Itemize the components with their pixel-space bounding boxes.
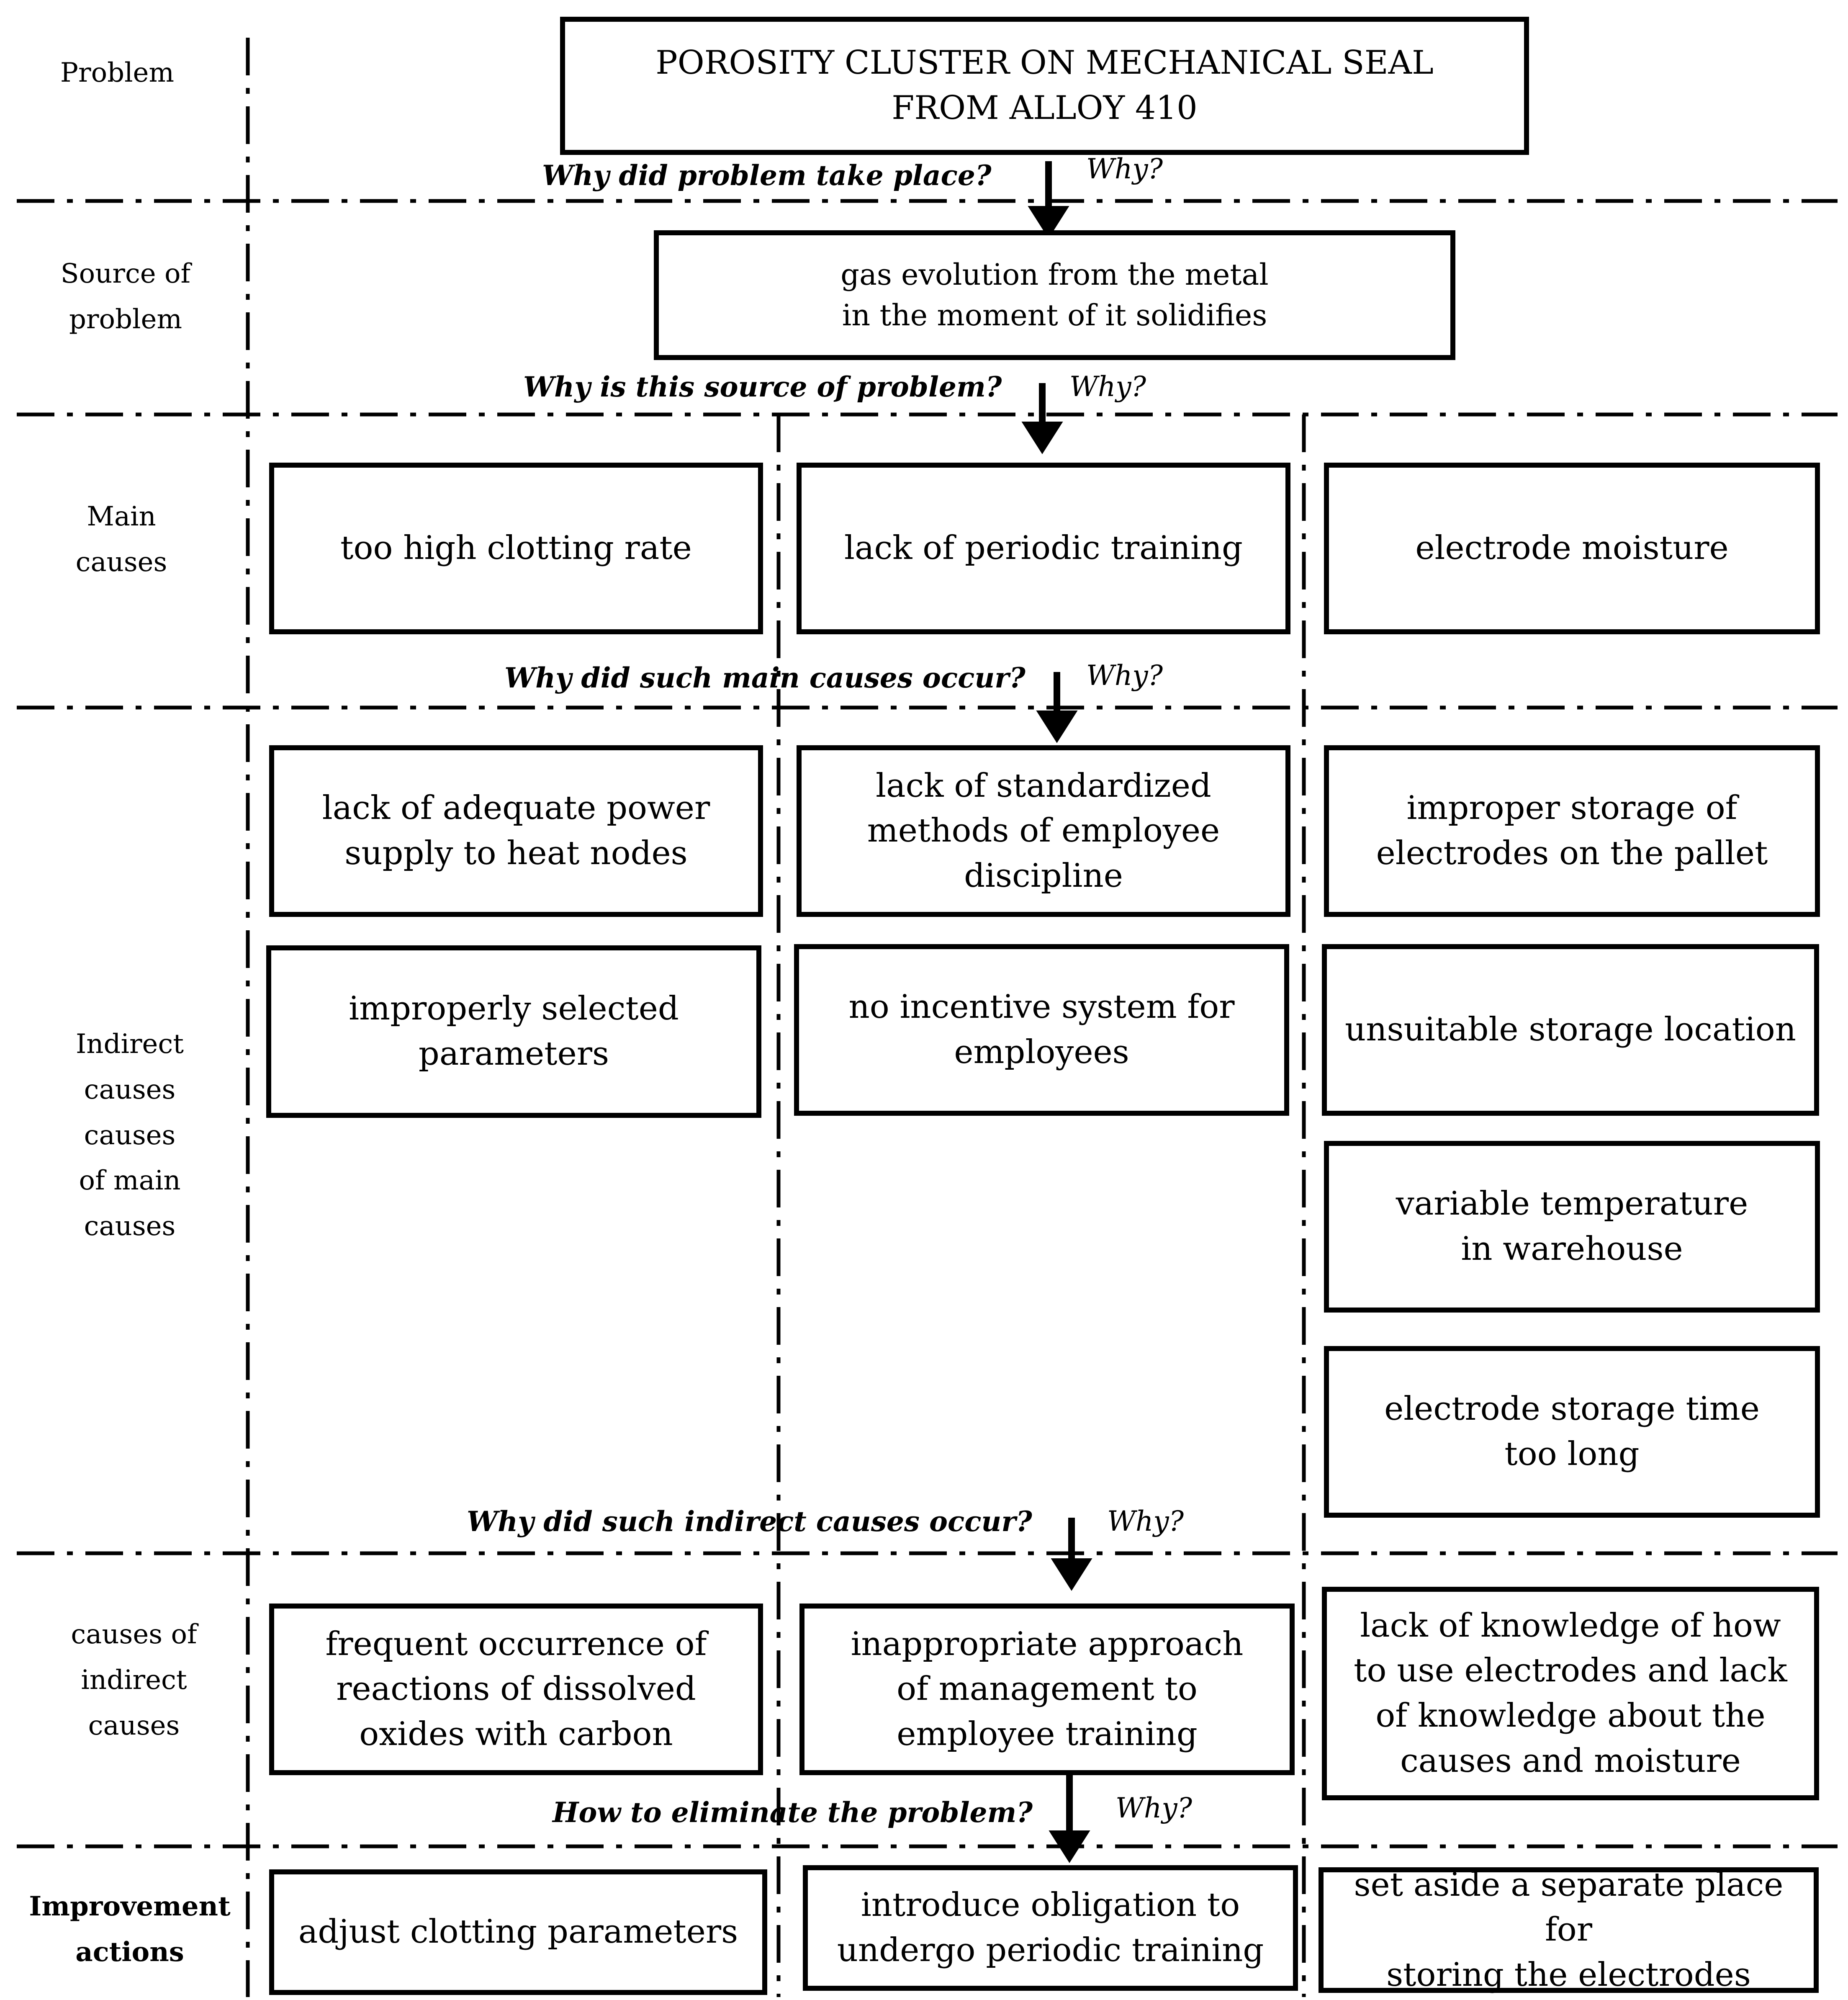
indirect-cause-text-3-2: unsuitable storage location [1345, 1011, 1796, 1049]
question-eliminate: How to eliminate the problem? [553, 1796, 1033, 1829]
arrow-4-head [1051, 1558, 1092, 1591]
row-label-source: Source of problem [60, 258, 191, 335]
indirect-cause-box-1-1: lack of adequate power supply to heat no… [269, 745, 763, 917]
arrow-1-head [1028, 206, 1069, 239]
root-cause-box-1: frequent occurrence of reactions of diss… [269, 1604, 763, 1775]
question-problem: Why did problem take place? [542, 159, 992, 192]
root-cause-text-3: lack of knowledge of how to use electrod… [1354, 1606, 1787, 1780]
action-text-1: adjust clotting parameters [298, 1913, 738, 1951]
root-cause-box-2: inappropriate approach of management to … [799, 1604, 1295, 1775]
indirect-cause-box-2-1: lack of standardized methods of employee… [797, 745, 1290, 917]
action-box-2: introduce obligation to undergo periodic… [803, 1865, 1298, 1991]
main-cause-box-1: too high clotting rate [269, 463, 763, 634]
source-text: gas evolution from the metal in the mome… [840, 257, 1269, 332]
main-cause-text-3: electrode moisture [1415, 529, 1729, 567]
action-text-3: set aside a separate place for storing t… [1354, 1866, 1784, 1994]
why-label-3: Why? [1086, 659, 1163, 692]
indirect-cause-text-3-4: electrode storage time too long [1384, 1390, 1760, 1473]
indirect-cause-box-3-2: unsuitable storage location [1322, 944, 1819, 1116]
problem-box: POROSITY CLUSTER ON MECHANICAL SEAL FROM… [560, 17, 1529, 155]
root-cause-box-3: lack of knowledge of how to use electrod… [1322, 1587, 1819, 1800]
row-label-problem: Problem [60, 57, 175, 88]
action-box-3: set aside a separate place for storing t… [1319, 1866, 1819, 1994]
indirect-cause-text-3-3: variable temperature in warehouse [1396, 1185, 1748, 1268]
why-label-2: Why? [1069, 371, 1146, 403]
indirect-cause-text-2-1: lack of standardized methods of employee… [867, 767, 1220, 895]
indirect-cause-box-3-4: electrode storage time too long [1324, 1346, 1820, 1518]
indirect-cause-text-2-2: no incentive system for employees [848, 988, 1235, 1071]
row-label-causes-of-indirect: causes of indirect causes [71, 1619, 197, 1741]
root-cause-text-1: frequent occurrence of reactions of diss… [325, 1625, 707, 1753]
arrow-3-head [1036, 710, 1078, 743]
question-source: Why is this source of problem? [523, 371, 1002, 403]
problem-text: POROSITY CLUSTER ON MECHANICAL SEAL FROM… [655, 44, 1434, 127]
main-cause-box-2: lack of periodic training [797, 463, 1290, 634]
indirect-cause-box-2-2: no incentive system for employees [794, 944, 1289, 1116]
why-label-4: Why? [1107, 1505, 1184, 1537]
why-label-5: Why? [1115, 1792, 1193, 1824]
arrow-2-head [1021, 422, 1063, 454]
row-label-improvement: Improvement actions [29, 1891, 231, 1968]
action-text-2: introduce obligation to undergo periodic… [837, 1886, 1264, 1969]
indirect-cause-text-1-1: lack of adequate power supply to heat no… [322, 789, 710, 872]
main-cause-text-2: lack of periodic training [844, 529, 1243, 567]
why-label-1: Why? [1086, 153, 1163, 185]
main-cause-box-3: electrode moisture [1324, 463, 1820, 634]
root-cause-text-2: inappropriate approach of management to … [851, 1625, 1244, 1753]
question-indirect-causes: Why did such indirect causes occur? [467, 1505, 1032, 1538]
row-label-indirect-causes: Indirect causes causes of main causes [76, 1029, 184, 1242]
indirect-cause-box-3-3: variable temperature in warehouse [1324, 1141, 1820, 1313]
indirect-cause-text-3-1: improper storage of electrodes on the pa… [1376, 789, 1768, 872]
question-main-causes: Why did such main causes occur? [504, 662, 1026, 694]
indirect-cause-box-1-2: improperly selected parameters [266, 945, 761, 1118]
arrow-5-head [1049, 1830, 1090, 1863]
indirect-cause-text-1-2: improperly selected parameters [349, 990, 679, 1073]
action-box-1: adjust clotting parameters [269, 1869, 767, 1995]
source-box: gas evolution from the metal in the mome… [654, 230, 1455, 360]
row-label-main-causes: Main causes [75, 501, 167, 578]
main-cause-text-1: too high clotting rate [340, 529, 692, 567]
indirect-cause-box-3-1: improper storage of electrodes on the pa… [1324, 745, 1820, 917]
